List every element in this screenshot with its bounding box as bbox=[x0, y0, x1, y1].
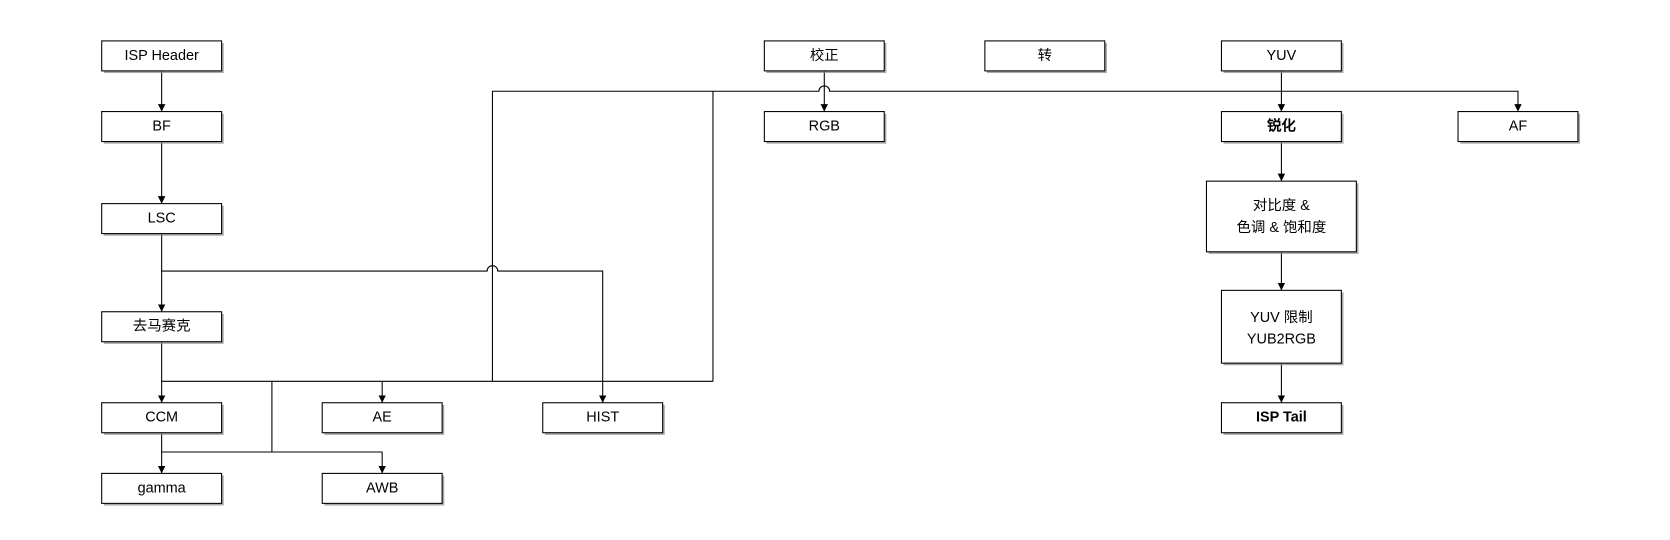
node-label: CCM bbox=[145, 410, 178, 426]
edge-bus-to-awb bbox=[161, 381, 383, 473]
node-bf: BF bbox=[101, 111, 224, 144]
node-af: AF bbox=[1457, 111, 1581, 144]
node-label: ISP Header bbox=[124, 48, 199, 64]
node-isp-tail: ISP Tail bbox=[1220, 402, 1344, 435]
node-label: AF bbox=[1509, 119, 1528, 135]
node-label: LSC bbox=[148, 211, 176, 227]
node-label: gamma bbox=[138, 480, 187, 496]
node-label-line2: 色调 & 饱和度 bbox=[1236, 219, 1326, 236]
node-label: HIST bbox=[586, 410, 619, 426]
edge-lsc-to-hist bbox=[161, 265, 607, 403]
node-label: AWB bbox=[366, 480, 398, 496]
node-label: BF bbox=[152, 119, 171, 135]
node-ae: AE bbox=[321, 402, 445, 435]
node-label: 去马赛克 bbox=[133, 318, 191, 335]
node-label: YUV bbox=[1267, 48, 1297, 64]
node-label-line1: 对比度 & bbox=[1253, 197, 1310, 214]
node-ccm: CCM bbox=[101, 402, 224, 435]
node-convert: 转 bbox=[984, 40, 1107, 74]
node-yuv: YUV bbox=[1220, 40, 1344, 74]
node-label: AE bbox=[373, 410, 393, 426]
node-sharpen: 锐化 bbox=[1220, 111, 1344, 144]
node-lsc: LSC bbox=[101, 203, 224, 236]
edge-bus-to-af bbox=[491, 85, 1522, 382]
node-contrast-hue-saturation: 对比度 & 色调 & 饱和度 bbox=[1205, 180, 1359, 254]
node-label: 转 bbox=[1038, 47, 1052, 64]
node-label-line1: YUV 限制 bbox=[1250, 309, 1313, 326]
node-label: 校正 bbox=[810, 47, 839, 64]
node-label: ISP Tail bbox=[1256, 410, 1307, 426]
edges bbox=[157, 70, 1522, 474]
node-awb: AWB bbox=[321, 472, 445, 506]
node-yuv-limit: YUV 限制 YUB2RGB bbox=[1220, 289, 1344, 366]
node-hist: HIST bbox=[542, 402, 665, 435]
node-rgb: RGB bbox=[763, 111, 887, 144]
node-label: RGB bbox=[809, 119, 840, 135]
node-label: 锐化 bbox=[1267, 117, 1296, 135]
node-label-line2: YUB2RGB bbox=[1247, 332, 1316, 348]
node-calibration: 校正 bbox=[763, 40, 887, 74]
node-isp-header: ISP Header bbox=[101, 40, 224, 74]
node-gamma: gamma bbox=[101, 472, 224, 506]
node-demosaic: 去马赛克 bbox=[101, 311, 224, 344]
